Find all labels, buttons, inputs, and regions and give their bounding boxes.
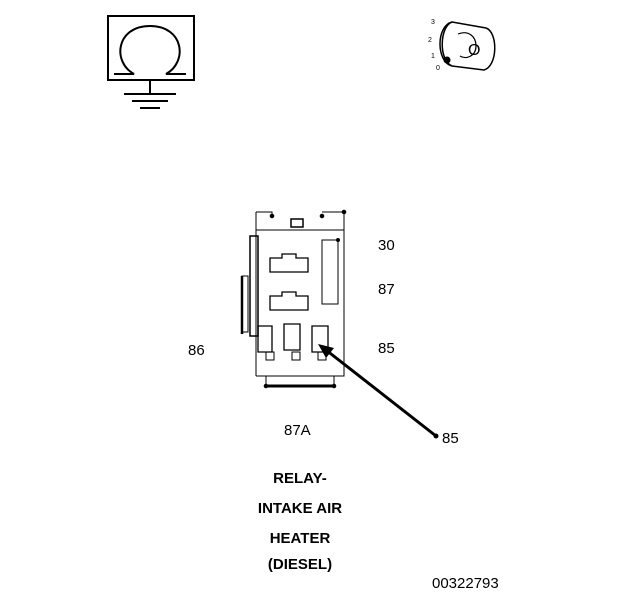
terminal-87a-label: 87A — [284, 422, 311, 439]
ignition-key-icon: 3 2 1 0 O — [428, 19, 496, 72]
terminal-30-label: 30 — [378, 237, 395, 254]
relay-connector-icon — [240, 209, 347, 389]
key-position-1: 1 — [431, 53, 435, 60]
terminal-86-label: 86 — [188, 342, 205, 359]
title-line-2: INTAKE AIR — [257, 500, 343, 517]
key-position-3: 3 — [431, 19, 435, 26]
key-position-0: 0 — [436, 65, 440, 72]
terminal-87-label: 87 — [378, 281, 395, 298]
title-line-4: (DIESEL) — [267, 556, 333, 573]
terminal-85-label: 85 — [378, 340, 395, 357]
key-label: O — [468, 42, 480, 59]
title-line-3: HEATER — [269, 530, 331, 547]
resistor-ground-icon — [107, 15, 195, 109]
key-position-2: 2 — [428, 37, 432, 44]
callout-arrow — [318, 344, 439, 439]
callout-85-label: 85 — [442, 430, 459, 447]
figure-id: 00322793 — [432, 575, 499, 592]
title-line-1: RELAY- — [273, 470, 327, 487]
